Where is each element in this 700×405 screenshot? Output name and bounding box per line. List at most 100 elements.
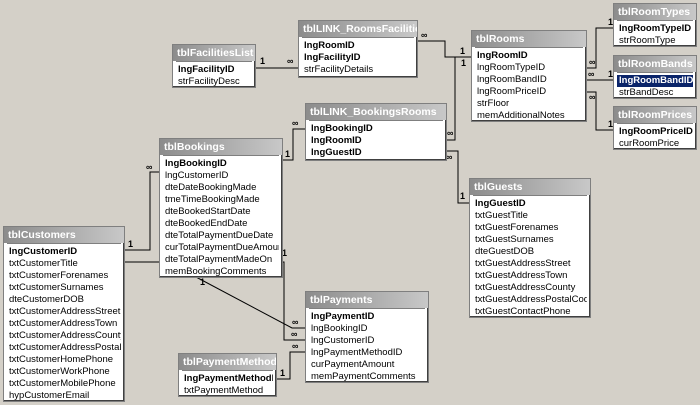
table-field[interactable]: dteBookedStartDate bbox=[165, 206, 251, 217]
rel-rooms-prices-many: ∞ bbox=[589, 92, 596, 102]
table-field[interactable]: lngRoomID bbox=[304, 40, 355, 51]
table-field[interactable]: lngCustomerID bbox=[9, 246, 78, 257]
rel-link-rooms-many: ∞ bbox=[421, 30, 428, 40]
rel-guests-link-line bbox=[447, 150, 470, 204]
table-field[interactable]: lngRoomBandID bbox=[617, 75, 693, 87]
table-field[interactable]: hypCustomerEmail bbox=[9, 390, 90, 401]
table-field[interactable]: txtCustomerForenames bbox=[9, 270, 109, 281]
table-field[interactable]: lngRoomPriceID bbox=[619, 126, 693, 137]
table-title[interactable]: tblRoomPrices bbox=[614, 107, 696, 123]
table-field[interactable]: txtCustomerWorkPhone bbox=[9, 366, 110, 377]
table-field[interactable]: dteCustomerDOB bbox=[9, 294, 84, 305]
rel-rooms-prices-line bbox=[586, 91, 615, 131]
table-field[interactable]: tmeTimeBookingMade bbox=[165, 194, 260, 205]
table-field[interactable]: strFloor bbox=[477, 98, 510, 109]
table-field[interactable]: lngRoomPriceID bbox=[477, 86, 547, 97]
table-title[interactable]: tblLINK_RoomsFacilities bbox=[299, 21, 417, 37]
rel-rooms-types-many: ∞ bbox=[589, 57, 596, 67]
table-field[interactable]: txtCustomerTitle bbox=[9, 258, 78, 269]
table-field[interactable]: txtGuestContactPhone bbox=[475, 306, 571, 317]
table-field[interactable]: txtGuestAddressPostalCode bbox=[475, 294, 587, 305]
table-field[interactable]: lngPaymentID bbox=[311, 311, 375, 322]
table-field[interactable]: txtGuestTitle bbox=[475, 210, 528, 221]
table-field[interactable]: strFacilityDetails bbox=[304, 64, 374, 75]
table-field[interactable]: strBandDesc bbox=[619, 87, 674, 98]
table-title[interactable]: tblRoomBands bbox=[614, 56, 696, 72]
rel-rooms-types-one: 1 bbox=[608, 17, 613, 27]
table-field[interactable]: lngPaymentMethodID bbox=[311, 347, 403, 358]
table-field[interactable]: lngRoomTypeID bbox=[619, 23, 692, 34]
table-field[interactable]: dteGuestDOB bbox=[475, 246, 535, 257]
table-title[interactable]: tblRoomTypes bbox=[614, 4, 696, 20]
table-field[interactable]: lngBookingID bbox=[165, 158, 227, 169]
table-field[interactable]: strFacilityDesc bbox=[178, 76, 240, 87]
table-field[interactable]: txtCustomerAddressTown bbox=[9, 318, 118, 329]
table-field[interactable]: lngPaymentMethodID bbox=[184, 373, 273, 384]
table-field[interactable]: lngBookingID bbox=[311, 123, 373, 134]
table-field[interactable]: txtGuestAddressCounty bbox=[475, 282, 576, 293]
table-title[interactable]: tblLINK_BookingsRooms bbox=[306, 104, 446, 120]
table-field[interactable]: dteTotalPaymentDueDate bbox=[165, 230, 274, 241]
table-title[interactable]: tblPayments bbox=[306, 292, 428, 308]
table-field[interactable]: lngRoomID bbox=[477, 50, 528, 61]
table-field[interactable]: curTotalPaymentDueAmount bbox=[165, 242, 279, 253]
table-field[interactable]: txtGuestAddressTown bbox=[475, 270, 568, 281]
table-field[interactable]: txtCustomerSurnames bbox=[9, 282, 104, 293]
table-field[interactable]: lngFacilityID bbox=[178, 64, 235, 75]
table-field[interactable]: lngCustomerID bbox=[165, 170, 229, 181]
table-field[interactable]: txtPaymentMethod bbox=[184, 385, 264, 396]
table-field[interactable]: txtGuestForenames bbox=[475, 222, 559, 233]
table-field[interactable]: memPaymentComments bbox=[311, 371, 416, 382]
table-field[interactable]: lngFacilityID bbox=[304, 52, 361, 63]
rel-link-rooms-one: 1 bbox=[460, 46, 465, 56]
table-field[interactable]: txtCustomerAddressPostalCode bbox=[9, 342, 121, 353]
table-field[interactable]: dteTotalPaymentMadeOn bbox=[165, 254, 273, 265]
table-title[interactable]: tblCustomers bbox=[4, 227, 124, 243]
table-field[interactable]: curPaymentAmount bbox=[311, 359, 395, 370]
table-field[interactable]: lngBookingID bbox=[311, 323, 368, 334]
table-field[interactable]: lngRoomBandID bbox=[477, 74, 547, 85]
rel-rooms-types-line bbox=[586, 27, 615, 69]
table-title[interactable]: tblBookings bbox=[160, 139, 282, 155]
rel-bookings-payments-one: 1 bbox=[200, 277, 205, 287]
table-field[interactable]: lngGuestID bbox=[311, 147, 362, 158]
table-field[interactable]: lngGuestID bbox=[475, 198, 526, 209]
table-field[interactable]: txtCustomerAddressCounty bbox=[9, 330, 121, 341]
table-field[interactable]: lngRoomID bbox=[311, 135, 362, 146]
rel-methods-payments-one: 1 bbox=[280, 368, 285, 378]
table-field[interactable]: txtGuestAddressStreet bbox=[475, 258, 571, 269]
rel-linkbook-rooms-many: ∞ bbox=[447, 128, 454, 138]
table-title[interactable]: tblPaymentMethods bbox=[179, 354, 276, 370]
table-field[interactable]: txtGuestSurnames bbox=[475, 234, 554, 245]
table-field[interactable]: txtCustomerAddressStreet bbox=[9, 306, 121, 317]
table-field[interactable]: curRoomPrice bbox=[619, 138, 680, 149]
table-field[interactable]: memBookingComments bbox=[165, 266, 267, 277]
table-title[interactable]: tblRooms bbox=[472, 31, 586, 47]
table-field[interactable]: dteDateBookingMade bbox=[165, 182, 257, 193]
table-field[interactable]: txtCustomerMobilePhone bbox=[9, 378, 116, 389]
rel-customers-bookings-line bbox=[124, 171, 160, 251]
table-field[interactable]: memAdditionalNotes bbox=[477, 110, 565, 121]
table-field[interactable]: lngRoomTypeID bbox=[477, 62, 546, 73]
table-field[interactable]: dteBookedEndDate bbox=[165, 218, 248, 229]
table-field[interactable]: txtCustomerHomePhone bbox=[9, 354, 114, 365]
table-title[interactable]: tblGuests bbox=[470, 179, 590, 195]
table-title[interactable]: tblFacilitiesList bbox=[173, 45, 255, 61]
table-field[interactable]: strRoomType bbox=[619, 35, 676, 46]
table-field[interactable]: lngCustomerID bbox=[311, 335, 375, 346]
